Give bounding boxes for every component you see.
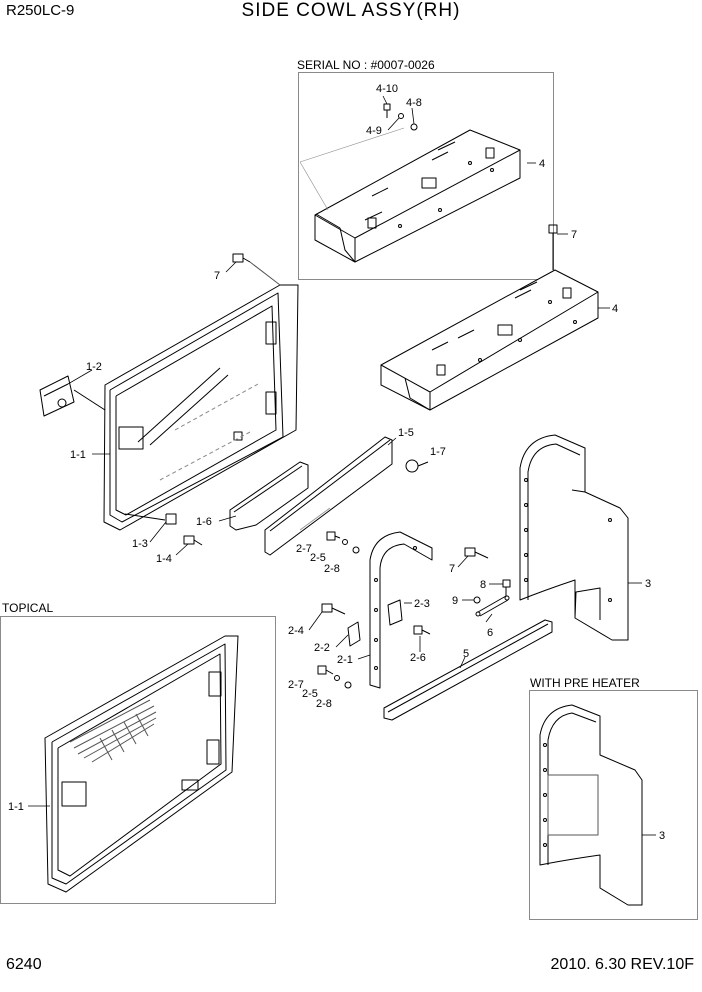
callout-1-1: 1-1 [70,449,86,461]
callout-2-4: 2-4 [288,625,304,637]
callout-1-1-topical: 1-1 [8,801,24,813]
model-number: R250LC-9 [6,2,75,19]
bracket-2-3 [387,599,403,626]
callout-9: 9 [452,595,458,607]
bolt-1-4 [183,535,203,546]
callout-8: 8 [480,579,486,591]
bolt-7-left [232,253,281,286]
callout-4-main: 4 [612,303,618,315]
callout-7-left: 7 [214,270,220,282]
bracket-1-3 [165,513,177,525]
rail-5 [383,619,553,721]
frame-3 [519,434,629,641]
preheater-inset-frame [529,690,698,920]
clip-9 [473,596,481,604]
callout-5: 5 [463,648,469,660]
preheater-caption: WITH PRE HEATER [530,676,640,690]
callout-2-6: 2-6 [410,652,426,664]
callout-1-4: 1-4 [156,553,172,565]
serial-inset-frame [298,72,554,280]
pin-8 [502,579,511,596]
leader-lines [28,95,656,836]
callout-1-7: 1-7 [430,446,446,458]
bracket-2-1 [369,531,433,689]
callout-1-5: 1-5 [398,427,414,439]
callout-2-8-lower: 2-8 [316,698,332,710]
callout-1-3: 1-3 [132,538,148,550]
bolt-7-mid [464,547,489,559]
stay-6 [475,595,510,617]
callout-4-10: 4-10 [376,83,398,95]
callout-2-5-lower: 2-5 [302,688,318,700]
bolt-7-right [548,224,558,243]
nut-4-8 [410,123,418,131]
bracket-4-serial [299,127,521,263]
serial-caption: SERIAL NO : #0007-0026 [297,58,435,72]
bolt-2-4 [321,603,346,615]
page-number: 6240 [6,956,42,973]
callout-2-8-upper: 2-8 [324,563,340,575]
grommet-1-7 [405,459,429,473]
callout-1-2: 1-2 [86,361,102,373]
page-title: SIDE COWL ASSY(RH) [241,0,461,21]
callout-2-2: 2-2 [314,642,330,654]
callout-4-top: 4 [539,158,545,170]
callout-3: 3 [645,578,651,590]
callout-2-1: 2-1 [337,654,353,666]
seal-1-6 [229,461,309,531]
callout-4-9: 4-9 [366,125,382,137]
callout-2-3: 2-3 [414,598,430,610]
latch-1-2 [39,375,106,417]
callout-6: 6 [487,627,493,639]
topical-inset-frame [0,616,276,904]
seal-1-5 [264,436,393,556]
revision-date: 2010. 6.30 REV.10F [550,956,694,973]
bracket-4-main [380,243,599,411]
fastener-set-2-7-lower [317,665,352,689]
callout-3-preheater: 3 [659,830,665,842]
bolt-2-6 [413,625,431,635]
callout-1-6: 1-6 [196,516,212,528]
washer-4-9 [398,113,404,119]
fastener-set-2-7-upper [326,531,360,554]
topical-caption: TOPICAL [2,601,54,615]
bolt-4-10 [383,103,391,118]
door-1-1 [103,284,299,531]
callout-4-8: 4-8 [406,97,422,109]
frame-3-preheater [539,704,643,906]
callout-7-mid: 7 [449,563,455,575]
callout-2-5-upper: 2-5 [310,552,326,564]
callout-2-7-lower: 2-7 [288,679,304,691]
bracket-2-2 [347,621,361,647]
callout-2-7-upper: 2-7 [296,543,312,555]
callout-7-right: 7 [571,229,577,241]
door-1-1-topical [44,635,239,893]
